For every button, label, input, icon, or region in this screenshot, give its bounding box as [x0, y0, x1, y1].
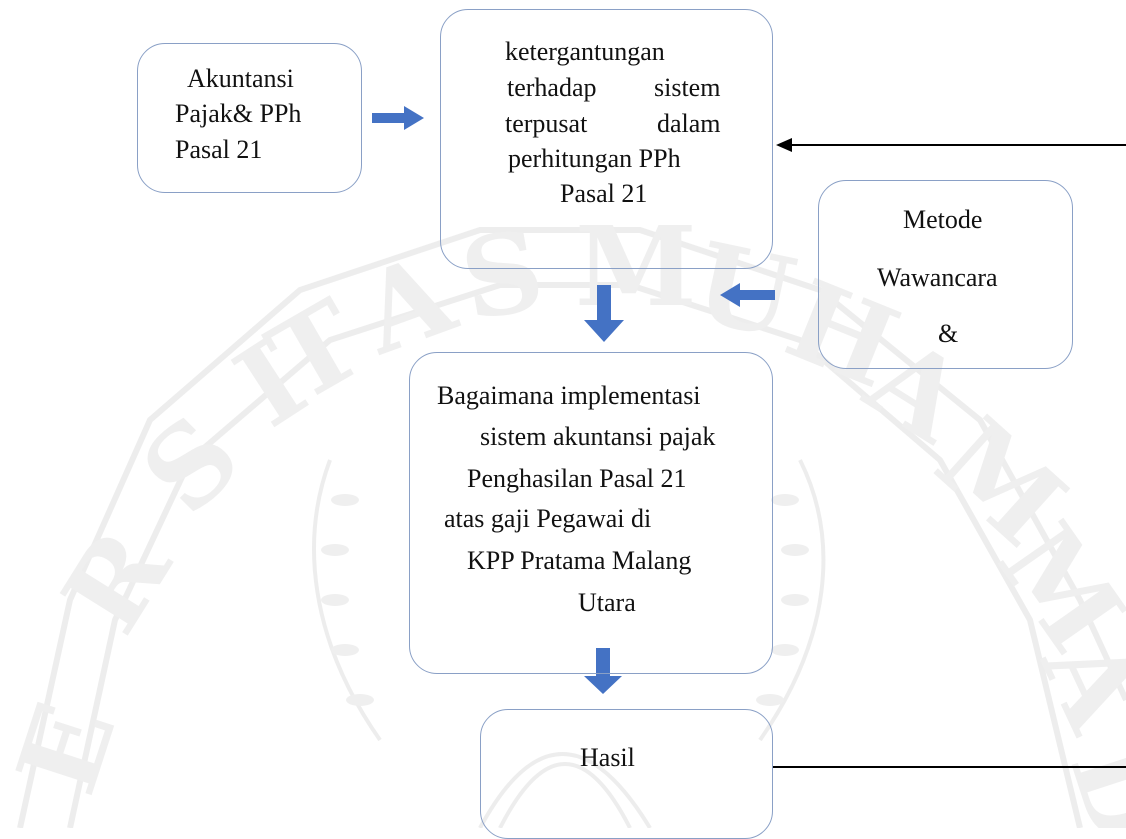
metode-box: [818, 180, 1073, 369]
feedback-arrowhead: [776, 138, 792, 152]
hasil-label: Hasil: [580, 743, 635, 772]
ketergantungan-line-2a: terhadap: [507, 73, 597, 102]
metode-line-1: Metode: [903, 205, 983, 234]
svg-text:M: M: [575, 202, 697, 331]
ketergantungan-box: [440, 9, 773, 269]
ketergantungan-line-3a: terpusat: [505, 109, 588, 138]
ketergantungan-line-4: perhitungan PPh: [508, 144, 681, 173]
bagaimana-line-2: sistem akuntansi pajak: [480, 422, 716, 451]
hasil-box: [480, 709, 773, 839]
bagaimana-line-6: Utara: [578, 588, 636, 617]
ketergantungan-line-3b: dalam: [657, 109, 721, 138]
bagaimana-line-3: Penghasilan Pasal 21: [467, 464, 687, 493]
akuntansi-line-1: Akuntansi: [187, 64, 294, 93]
bagaimana-line-5: KPP Pratama Malang: [467, 546, 692, 575]
akuntansi-line-3: Pasal 21: [175, 135, 263, 164]
ketergantungan-line-1: ketergantungan: [505, 37, 665, 66]
akuntansi-box: [137, 43, 362, 193]
metode-line-2: Wawancara: [877, 263, 998, 292]
arrow-ketergantungan-to-bagaimana: [584, 285, 624, 342]
bagaimana-box: [409, 352, 773, 674]
arrow-akuntansi-to-ketergantungan: [372, 106, 424, 130]
metode-line-3: &: [938, 319, 959, 348]
arrow-metode-to-ketergantungan: [720, 283, 775, 307]
akuntansi-line-2: Pajak& PPh: [175, 99, 302, 128]
ketergantungan-line-2b: sistem: [654, 73, 721, 102]
arrow-bagaimana-to-hasil: [584, 648, 622, 694]
bagaimana-line-1: Bagaimana implementasi: [437, 381, 701, 410]
ketergantungan-line-5: Pasal 21: [560, 179, 648, 208]
bagaimana-line-4: atas gaji Pegawai di: [444, 504, 652, 533]
